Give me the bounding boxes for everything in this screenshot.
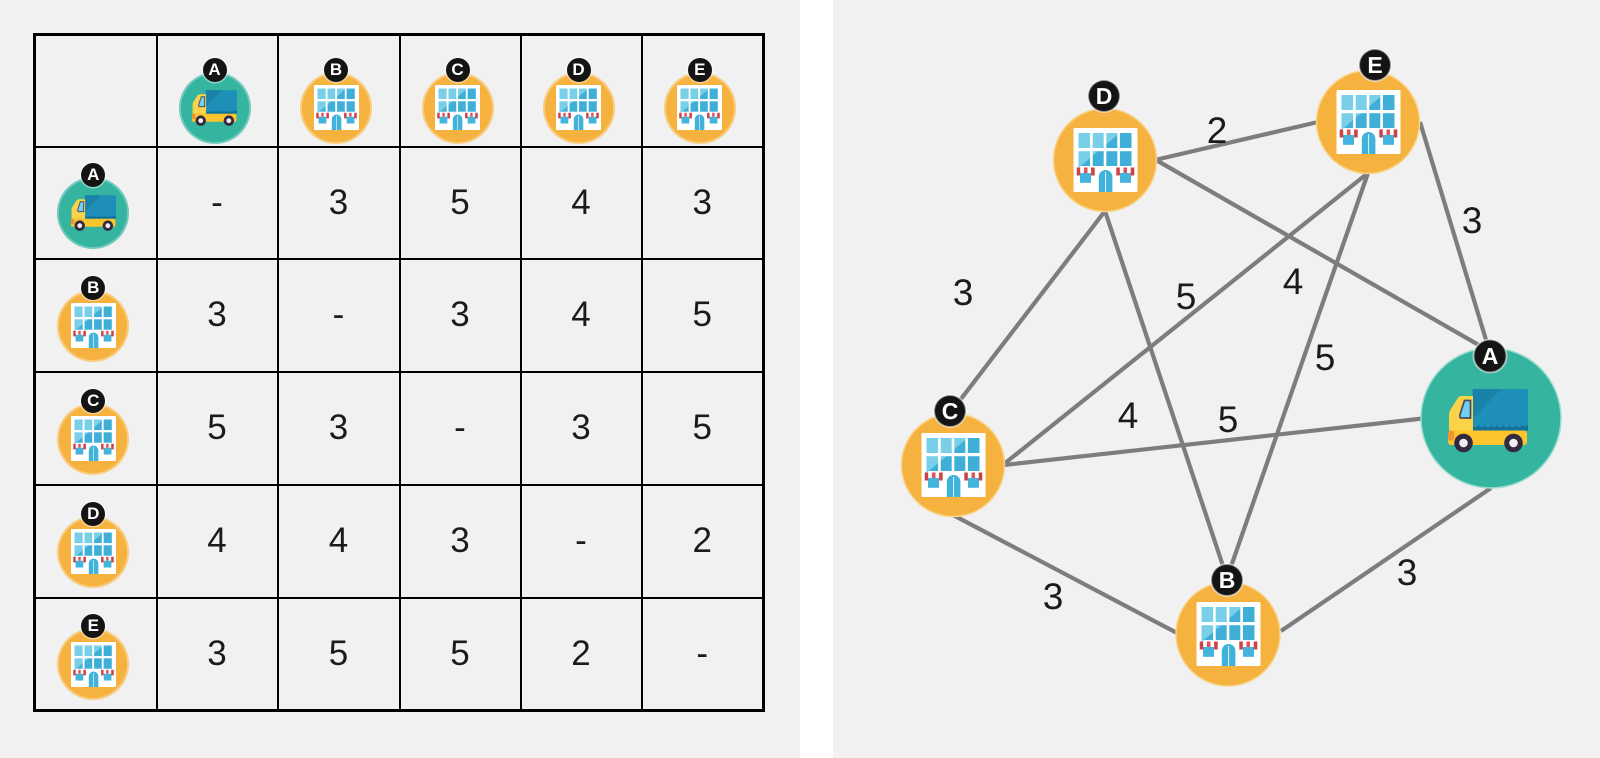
svg-text:C: C (942, 398, 959, 424)
svg-text:5: 5 (1315, 337, 1336, 378)
svg-text:E: E (1367, 52, 1382, 78)
svg-text:B: B (1219, 567, 1236, 593)
svg-text:5: 5 (1176, 276, 1197, 317)
svg-text:A: A (1482, 343, 1499, 369)
svg-text:D: D (1096, 83, 1113, 109)
svg-text:3: 3 (953, 272, 974, 313)
svg-text:3: 3 (1462, 200, 1483, 241)
svg-text:4: 4 (1283, 261, 1304, 302)
svg-text:2: 2 (1207, 110, 1228, 151)
svg-text:3: 3 (1397, 552, 1418, 593)
svg-text:5: 5 (1218, 399, 1239, 440)
svg-text:3: 3 (1043, 576, 1064, 617)
svg-text:4: 4 (1118, 395, 1139, 436)
